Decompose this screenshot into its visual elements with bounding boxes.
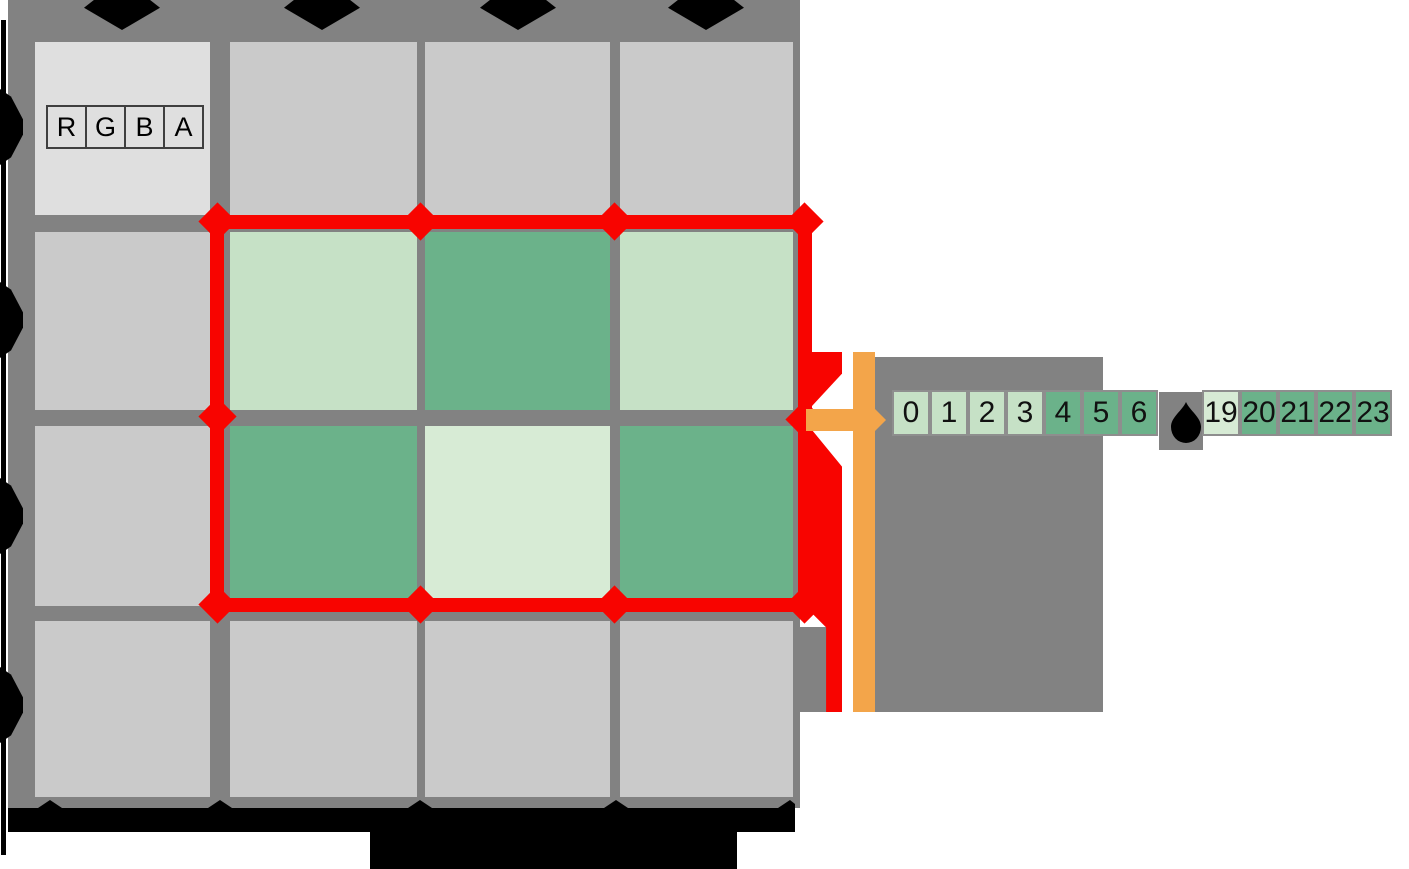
region-pixel <box>620 426 793 606</box>
texture-cell <box>230 42 417 215</box>
buffer-cell-label: 21 <box>1280 396 1314 429</box>
buffer-cell: 2 <box>968 390 1006 436</box>
texture-cell <box>35 232 210 410</box>
bottom-cutoff-block <box>370 830 737 869</box>
buffer-cell-label: 5 <box>1092 396 1110 429</box>
buffer-cell-label: 1 <box>940 396 958 429</box>
buffer-cell: 0 <box>892 390 930 436</box>
buffer-cell: 23 <box>1354 390 1392 436</box>
region-pixel <box>230 232 417 410</box>
buffer-cell: 20 <box>1240 390 1278 436</box>
buffer-cell: 1 <box>930 390 968 436</box>
channel-r-label: R <box>56 111 77 142</box>
texture-cell <box>425 621 610 797</box>
region-pixel <box>620 232 793 410</box>
region-pixel <box>425 232 610 410</box>
buffer-cell-label: 4 <box>1054 396 1072 429</box>
texture-cell <box>620 42 793 215</box>
copy-arrow-bar <box>853 352 875 712</box>
channel-a-label: A <box>163 107 202 147</box>
buffer-cell-label: 20 <box>1242 396 1276 429</box>
region-pixel <box>425 426 610 606</box>
copy-arrow-shaft <box>806 409 867 431</box>
texture-cell <box>620 621 793 797</box>
buffer-cell-label: 22 <box>1318 396 1352 429</box>
left-edge-line <box>1 20 6 855</box>
buffer-cell-label: 19 <box>1204 396 1238 429</box>
buffer-cell: 21 <box>1278 390 1316 436</box>
buffer-cell: 22 <box>1316 390 1354 436</box>
selection-rectangle <box>210 215 812 612</box>
buffer-cell: 4 <box>1044 390 1082 436</box>
texture-cell <box>425 42 610 215</box>
buffer-cell: 6 <box>1120 390 1158 436</box>
ellipsis-icon <box>1171 402 1201 443</box>
buffer-cell-label: 6 <box>1130 396 1148 429</box>
channel-g-label: G <box>85 107 124 147</box>
texture-cell <box>230 621 417 797</box>
buffer-cell-label: 0 <box>902 396 920 429</box>
channel-b-label: B <box>124 107 163 147</box>
buffer-cell: 19 <box>1202 390 1240 436</box>
buffer-cell-label: 3 <box>1016 396 1034 429</box>
buffer-cell-label: 2 <box>978 396 996 429</box>
buffer-cell: 5 <box>1082 390 1120 436</box>
bottom-cutoff-shape <box>8 800 795 832</box>
selection-extension <box>812 352 842 406</box>
region-pixel <box>230 426 417 606</box>
buffer-cell-label: 23 <box>1356 396 1390 429</box>
texture-cell <box>35 426 210 606</box>
grid-background-extension <box>797 627 830 712</box>
pixel-channels-legend: R G B A <box>46 105 204 149</box>
texture-cell <box>35 621 210 797</box>
buffer-cell: 3 <box>1006 390 1044 436</box>
